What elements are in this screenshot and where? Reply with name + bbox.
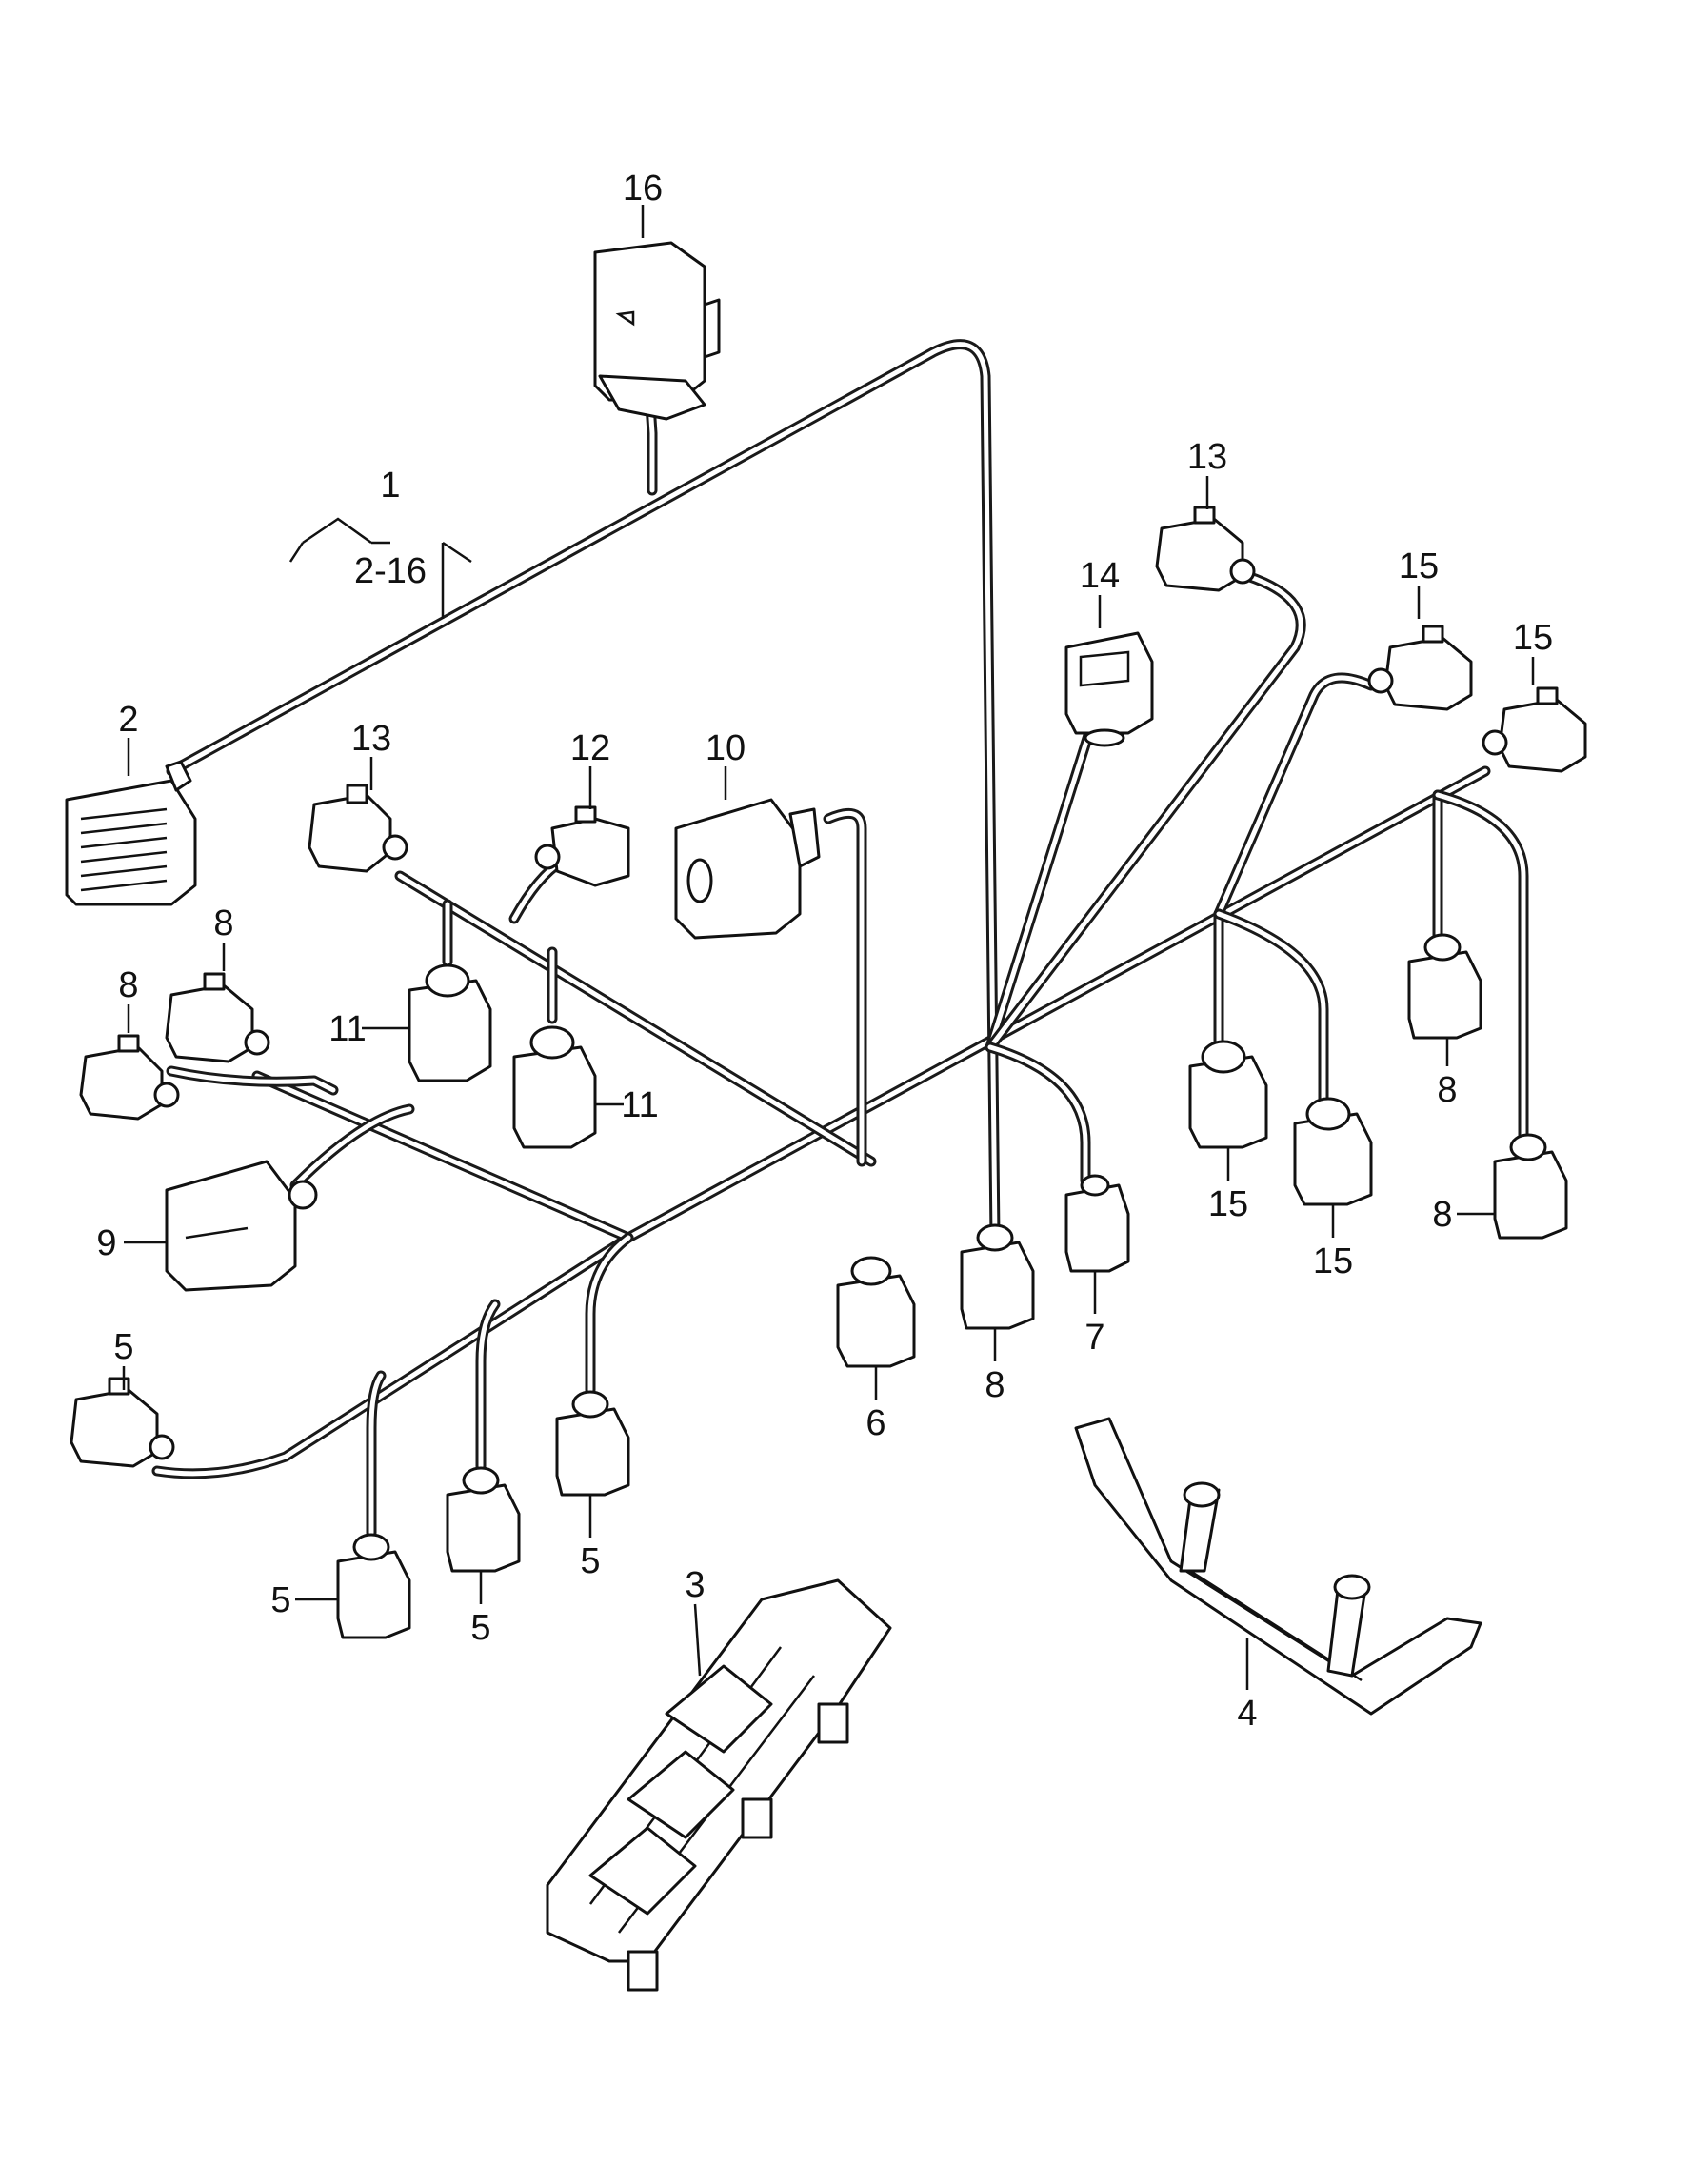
callout-8-mid: 8 [985, 1365, 1005, 1405]
bracket-4 [1074, 1417, 1482, 1716]
callout-15-right: 15 [1513, 618, 1553, 658]
connector-11-mid [512, 1025, 597, 1149]
callout-labels: 16 1 2-16 2 13 12 10 13 14 15 15 8 8 11 … [96, 169, 1553, 1734]
connector-15-a [1188, 1040, 1268, 1149]
connector-8-left [79, 1034, 180, 1121]
callout-1: 1 [380, 466, 400, 506]
callout-11-mid: 11 [621, 1085, 658, 1125]
callout-11-left: 11 [328, 1009, 366, 1049]
callout-15-b: 15 [1313, 1241, 1353, 1281]
connector-13-left [308, 784, 408, 873]
connector-16 [593, 241, 721, 421]
connector-6 [836, 1256, 916, 1368]
callout-14: 14 [1080, 556, 1120, 596]
connector-14 [1064, 631, 1154, 747]
connector-8-right-b [1493, 1133, 1568, 1240]
harness-wires [151, 339, 1529, 1539]
callout-5-b: 5 [270, 1580, 290, 1620]
callout-5-d: 5 [580, 1541, 600, 1581]
connector-9 [165, 1160, 318, 1292]
connector-11-left [408, 963, 492, 1082]
callout-10: 10 [706, 728, 746, 768]
connector-5-b [336, 1533, 411, 1639]
connector-12 [534, 805, 630, 887]
connector-5-left [70, 1377, 175, 1468]
callout-9: 9 [96, 1223, 116, 1263]
callout-2: 2 [118, 700, 138, 740]
callout-15-top: 15 [1399, 546, 1439, 586]
callout-1-range: 2-16 [354, 551, 427, 591]
callout-13-right: 13 [1187, 437, 1227, 477]
connector-15-right [1482, 686, 1587, 773]
connector-15-b [1293, 1097, 1373, 1206]
connector-5-d [555, 1390, 630, 1497]
callout-8-right-a: 8 [1437, 1070, 1457, 1110]
connector-7 [1064, 1174, 1130, 1273]
callout-16: 16 [623, 169, 663, 208]
connector-13-right [1155, 506, 1256, 592]
callout-5-c: 5 [470, 1608, 490, 1648]
connector-8-upper [165, 972, 270, 1063]
connector-8-mid [960, 1223, 1035, 1330]
ignition-coil-housing-3 [546, 1578, 892, 1992]
callout-3: 3 [685, 1565, 705, 1605]
connector-5-c [446, 1466, 521, 1573]
callout-7: 7 [1084, 1318, 1104, 1358]
callout-8-right-b: 8 [1432, 1195, 1452, 1235]
callout-8-left: 8 [118, 965, 138, 1005]
callout-8-upper: 8 [213, 903, 233, 943]
callout-5-left: 5 [113, 1327, 133, 1367]
callout-13-left: 13 [351, 719, 391, 759]
leader-lines [122, 205, 1535, 1690]
callout-4: 4 [1237, 1694, 1257, 1734]
connector-8-right-a [1407, 933, 1482, 1040]
callout-6: 6 [865, 1403, 885, 1443]
callout-15-a: 15 [1208, 1184, 1248, 1224]
connector-2 [65, 760, 197, 906]
callout-12: 12 [570, 728, 610, 768]
connector-15-top [1367, 625, 1473, 711]
connector-10 [674, 798, 821, 940]
